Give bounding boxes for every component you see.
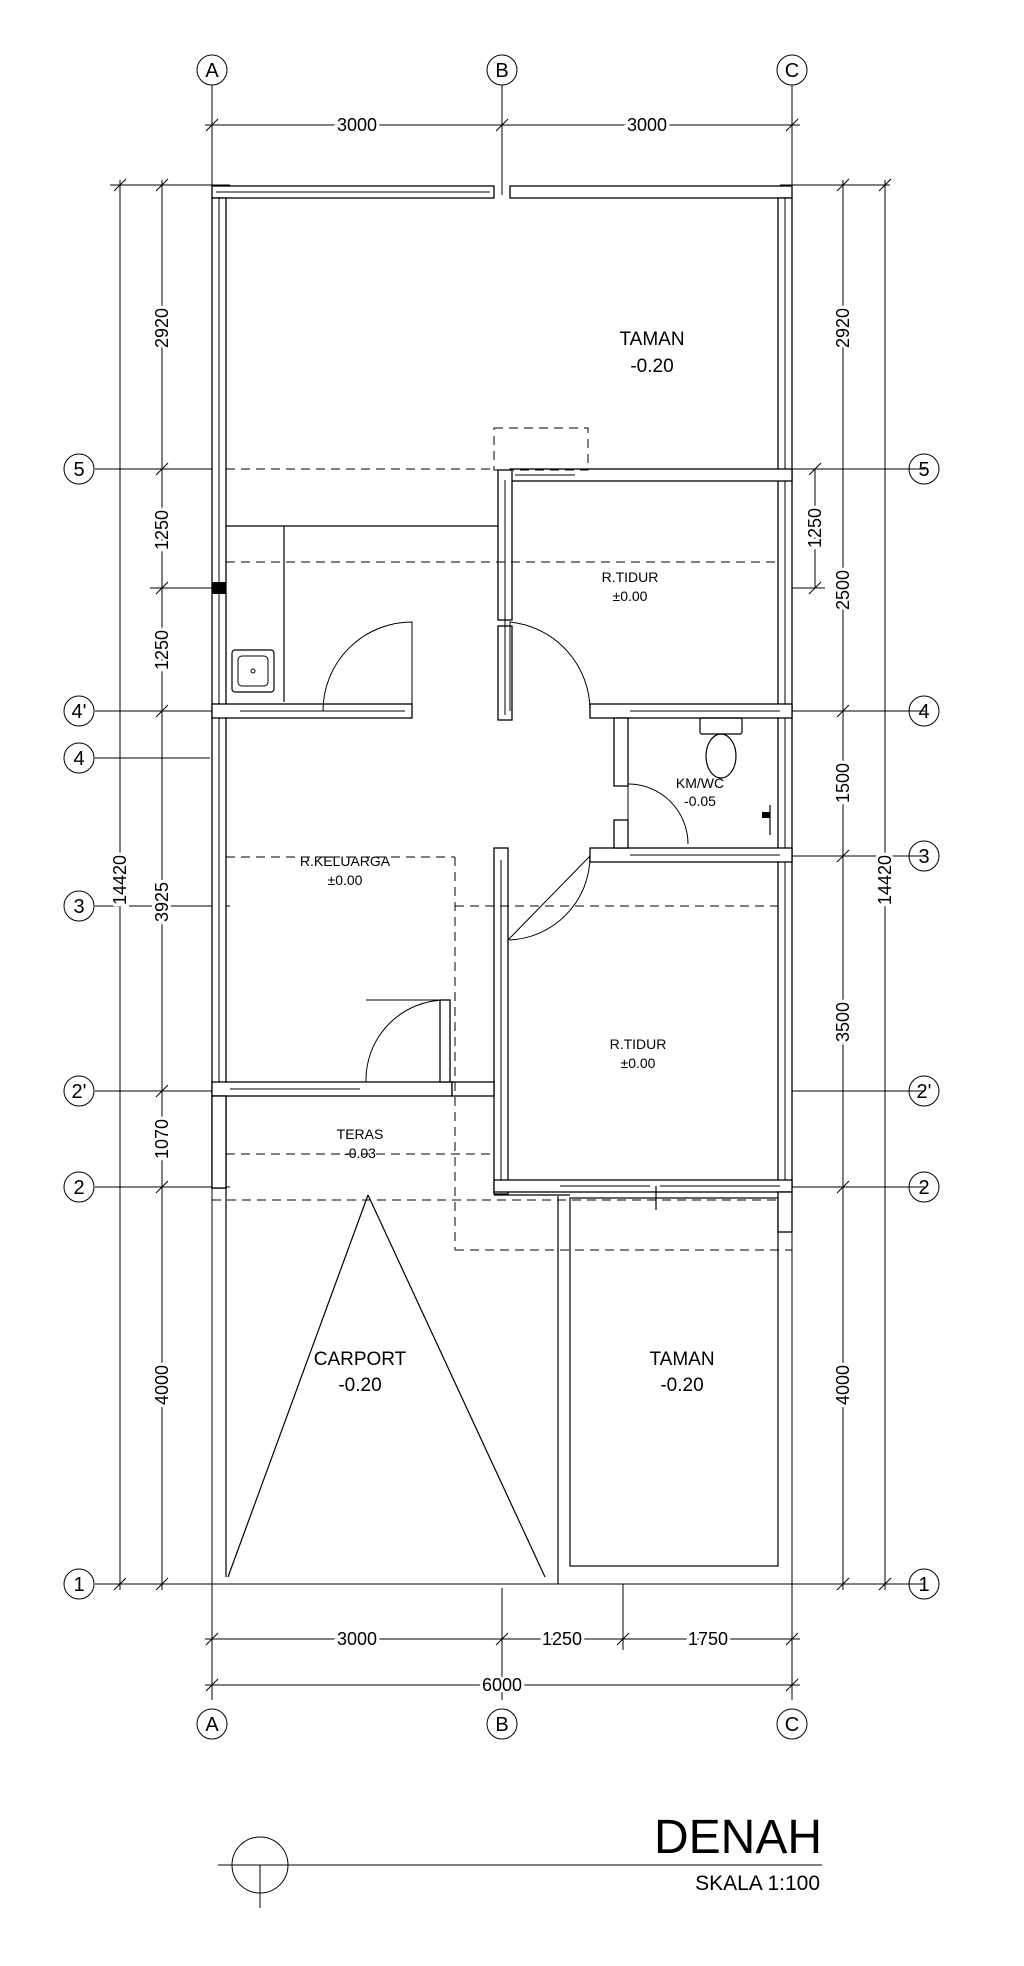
grid-bubbles-top: A B C bbox=[196, 54, 808, 86]
column-marker bbox=[212, 582, 226, 594]
axis-label-top-b: B bbox=[495, 60, 508, 82]
dim-left-outer: 14420 bbox=[110, 855, 130, 905]
grid-bubbles-bottom: A B C bbox=[196, 1708, 808, 1740]
dim-left-4: 3925 bbox=[152, 882, 172, 922]
sink-icon bbox=[231, 649, 275, 693]
dim-bottom-2: 1250 bbox=[542, 1629, 582, 1649]
room-level-keluarga: ±0.00 bbox=[328, 872, 363, 888]
carport-outline bbox=[225, 1188, 559, 1584]
row-label-right-2: 2 bbox=[918, 1177, 929, 1199]
row-label-left-5: 5 bbox=[73, 459, 84, 481]
dim-right-1: 2920 bbox=[833, 308, 853, 348]
row-label-right-3: 3 bbox=[918, 846, 929, 868]
row-label-right-5: 5 bbox=[918, 459, 929, 481]
row-label-right-4: 4 bbox=[918, 701, 929, 723]
front-garden-outline bbox=[494, 1186, 793, 1567]
dim-right-5: 3500 bbox=[833, 1002, 853, 1042]
dim-top-1: 3000 bbox=[337, 115, 377, 135]
dim-right-4: 1500 bbox=[833, 763, 853, 803]
dim-right-3: 2500 bbox=[833, 570, 853, 610]
room-name-taman-front: TAMAN bbox=[649, 1349, 714, 1370]
drawing-title: DENAH bbox=[654, 1811, 822, 1864]
dim-top-2: 3000 bbox=[627, 115, 667, 135]
toilet-icon bbox=[699, 717, 743, 779]
room-level-taman-front: -0.20 bbox=[660, 1375, 703, 1396]
room-level-taman-back: -0.20 bbox=[630, 356, 673, 377]
room-name-tidur-1: R.TIDUR bbox=[602, 569, 659, 585]
axis-label-bottom-a: A bbox=[205, 1714, 219, 1736]
dim-right-6: 4000 bbox=[833, 1365, 853, 1405]
room-level-carport: -0.20 bbox=[338, 1375, 381, 1396]
row-label-right-2prime: 2' bbox=[917, 1081, 932, 1103]
room-name-carport: CARPORT bbox=[314, 1349, 407, 1370]
dim-left-1: 2920 bbox=[152, 308, 172, 348]
title-block: DENAH SKALA 1:100 bbox=[218, 1811, 822, 1908]
dim-right-2: 1250 bbox=[805, 508, 825, 548]
drawing-scale: SKALA 1:100 bbox=[695, 1872, 820, 1895]
dim-left-2: 1250 bbox=[152, 510, 172, 550]
dashed-outlines bbox=[212, 427, 792, 1251]
room-name-kmwc: KM/WC bbox=[676, 775, 724, 791]
dim-left-3: 1250 bbox=[152, 630, 172, 670]
dim-bottom-total: 6000 bbox=[482, 1675, 522, 1695]
row-label-left-1: 1 bbox=[73, 1574, 84, 1596]
dimension-texts: 3000 3000 3000 1250 1750 6000 14420 2920… bbox=[107, 112, 898, 1698]
row-label-left-2: 2 bbox=[73, 1177, 84, 1199]
axis-label-bottom-b: B bbox=[495, 1714, 508, 1736]
dim-right-outer: 14420 bbox=[875, 855, 895, 905]
row-label-left-4prime: 4' bbox=[72, 701, 87, 723]
row-label-right-1: 1 bbox=[918, 1574, 929, 1596]
grid-bubbles-left: 5 4' 4 3 2' 2 1 bbox=[63, 453, 95, 1600]
dim-left-6: 4000 bbox=[152, 1365, 172, 1405]
room-level-tidur-2: ±0.00 bbox=[621, 1055, 656, 1071]
dim-bottom-1: 3000 bbox=[337, 1629, 377, 1649]
axis-label-bottom-c: C bbox=[785, 1714, 799, 1736]
shower-tap-icon bbox=[762, 805, 771, 835]
room-level-teras: -0.03 bbox=[344, 1145, 376, 1161]
dim-bottom-3: 1750 bbox=[688, 1629, 728, 1649]
axis-label-top-c: C bbox=[785, 60, 799, 82]
row-label-left-2prime: 2' bbox=[72, 1081, 87, 1103]
room-name-tidur-2: R.TIDUR bbox=[610, 1036, 667, 1052]
room-name-keluarga: R.KELUARGA bbox=[300, 853, 391, 869]
room-level-kmwc: -0.05 bbox=[684, 793, 716, 809]
dimension-lines bbox=[110, 118, 892, 1692]
row-label-left-4: 4 bbox=[73, 748, 84, 770]
row-label-left-3: 3 bbox=[73, 896, 84, 918]
grid-bubbles-right: 5 4 3 2' 2 1 bbox=[908, 453, 940, 1600]
room-labels: TAMAN -0.20 R.TIDUR ±0.00 KM/WC -0.05 R.… bbox=[300, 329, 724, 1396]
room-name-taman-back: TAMAN bbox=[619, 329, 684, 350]
axis-label-top-a: A bbox=[205, 60, 219, 82]
walls bbox=[211, 185, 793, 1195]
room-level-tidur-1: ±0.00 bbox=[613, 588, 648, 604]
doors bbox=[322, 621, 689, 1083]
room-name-teras: TERAS bbox=[337, 1126, 384, 1142]
dim-left-5: 1070 bbox=[152, 1119, 172, 1159]
